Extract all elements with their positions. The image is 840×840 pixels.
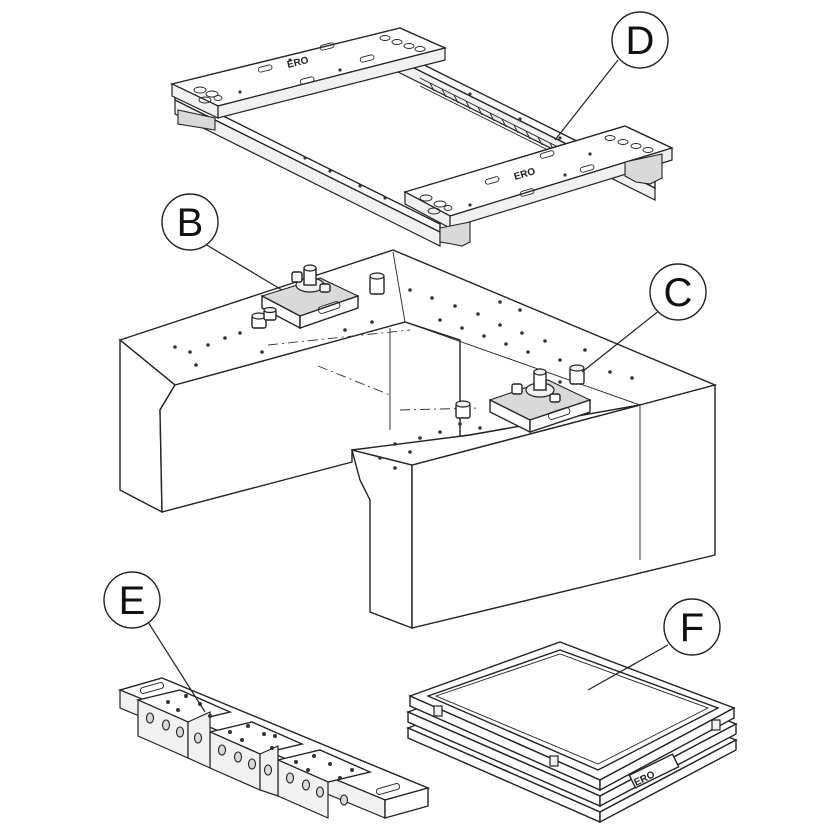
frame-right-plate-holes (419, 135, 654, 215)
clamp-C-studs (455, 364, 585, 419)
callout-E: E (103, 571, 206, 713)
callout-D: D (554, 11, 669, 141)
pallet-frame-D: ERO ERO (169, 27, 674, 247)
frame-foot-back (624, 153, 663, 185)
clamping-module-B (251, 264, 385, 330)
frame-foot-front (439, 221, 471, 247)
callout-label-F: F (680, 606, 704, 650)
rail-end-face (384, 787, 429, 819)
l-block-leg-left-face (351, 449, 413, 630)
callout-label-E: E (119, 579, 146, 623)
callout-C: C (581, 263, 707, 373)
callout-F: F (587, 598, 721, 691)
rail-clamping-blocks (135, 689, 373, 819)
callout-label-D: D (626, 19, 655, 63)
callout-B: B (161, 193, 283, 291)
rail-block-holes (145, 712, 349, 806)
callout-label-C: C (664, 271, 693, 315)
clamping-module-C (455, 364, 592, 434)
frame-left-plate-holes (193, 35, 426, 104)
rail-top-holes (166, 694, 354, 780)
callout-label-B: B (177, 201, 204, 245)
stacked-trays-F: ERO (406, 641, 738, 824)
zero-point-rail-E (117, 677, 431, 819)
tray-brand-plate (628, 753, 680, 789)
workpiece-l-block (118, 249, 718, 630)
frame-brand-mark-left: ERO (286, 55, 310, 71)
clamp-B-studs (251, 271, 385, 329)
